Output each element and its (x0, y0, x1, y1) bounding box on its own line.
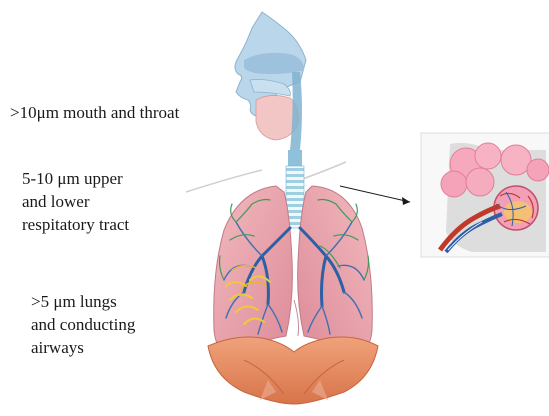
diaphragm (208, 337, 378, 404)
label-line: and lower (22, 190, 129, 213)
head-nasal-cavity (235, 12, 306, 150)
label-lungs-and-airways: >5 μm lungs and conducting airways (31, 290, 135, 359)
label-line: >5 μm lungs (31, 290, 135, 313)
label-line: airways (31, 336, 135, 359)
label-line: and conducting (31, 313, 135, 336)
label-line: respitatory tract (22, 213, 129, 236)
alveoli-inset-illustration (421, 133, 549, 257)
callout-arrow (340, 186, 410, 205)
label-upper-and-lower-tract: 5-10 μm upper and lower respitatory trac… (22, 167, 129, 236)
mediastinum-outline (294, 300, 299, 336)
label-line: 5-10 μm upper (22, 167, 129, 190)
label-mouth-and-throat: >10μm mouth and throat (10, 101, 179, 124)
